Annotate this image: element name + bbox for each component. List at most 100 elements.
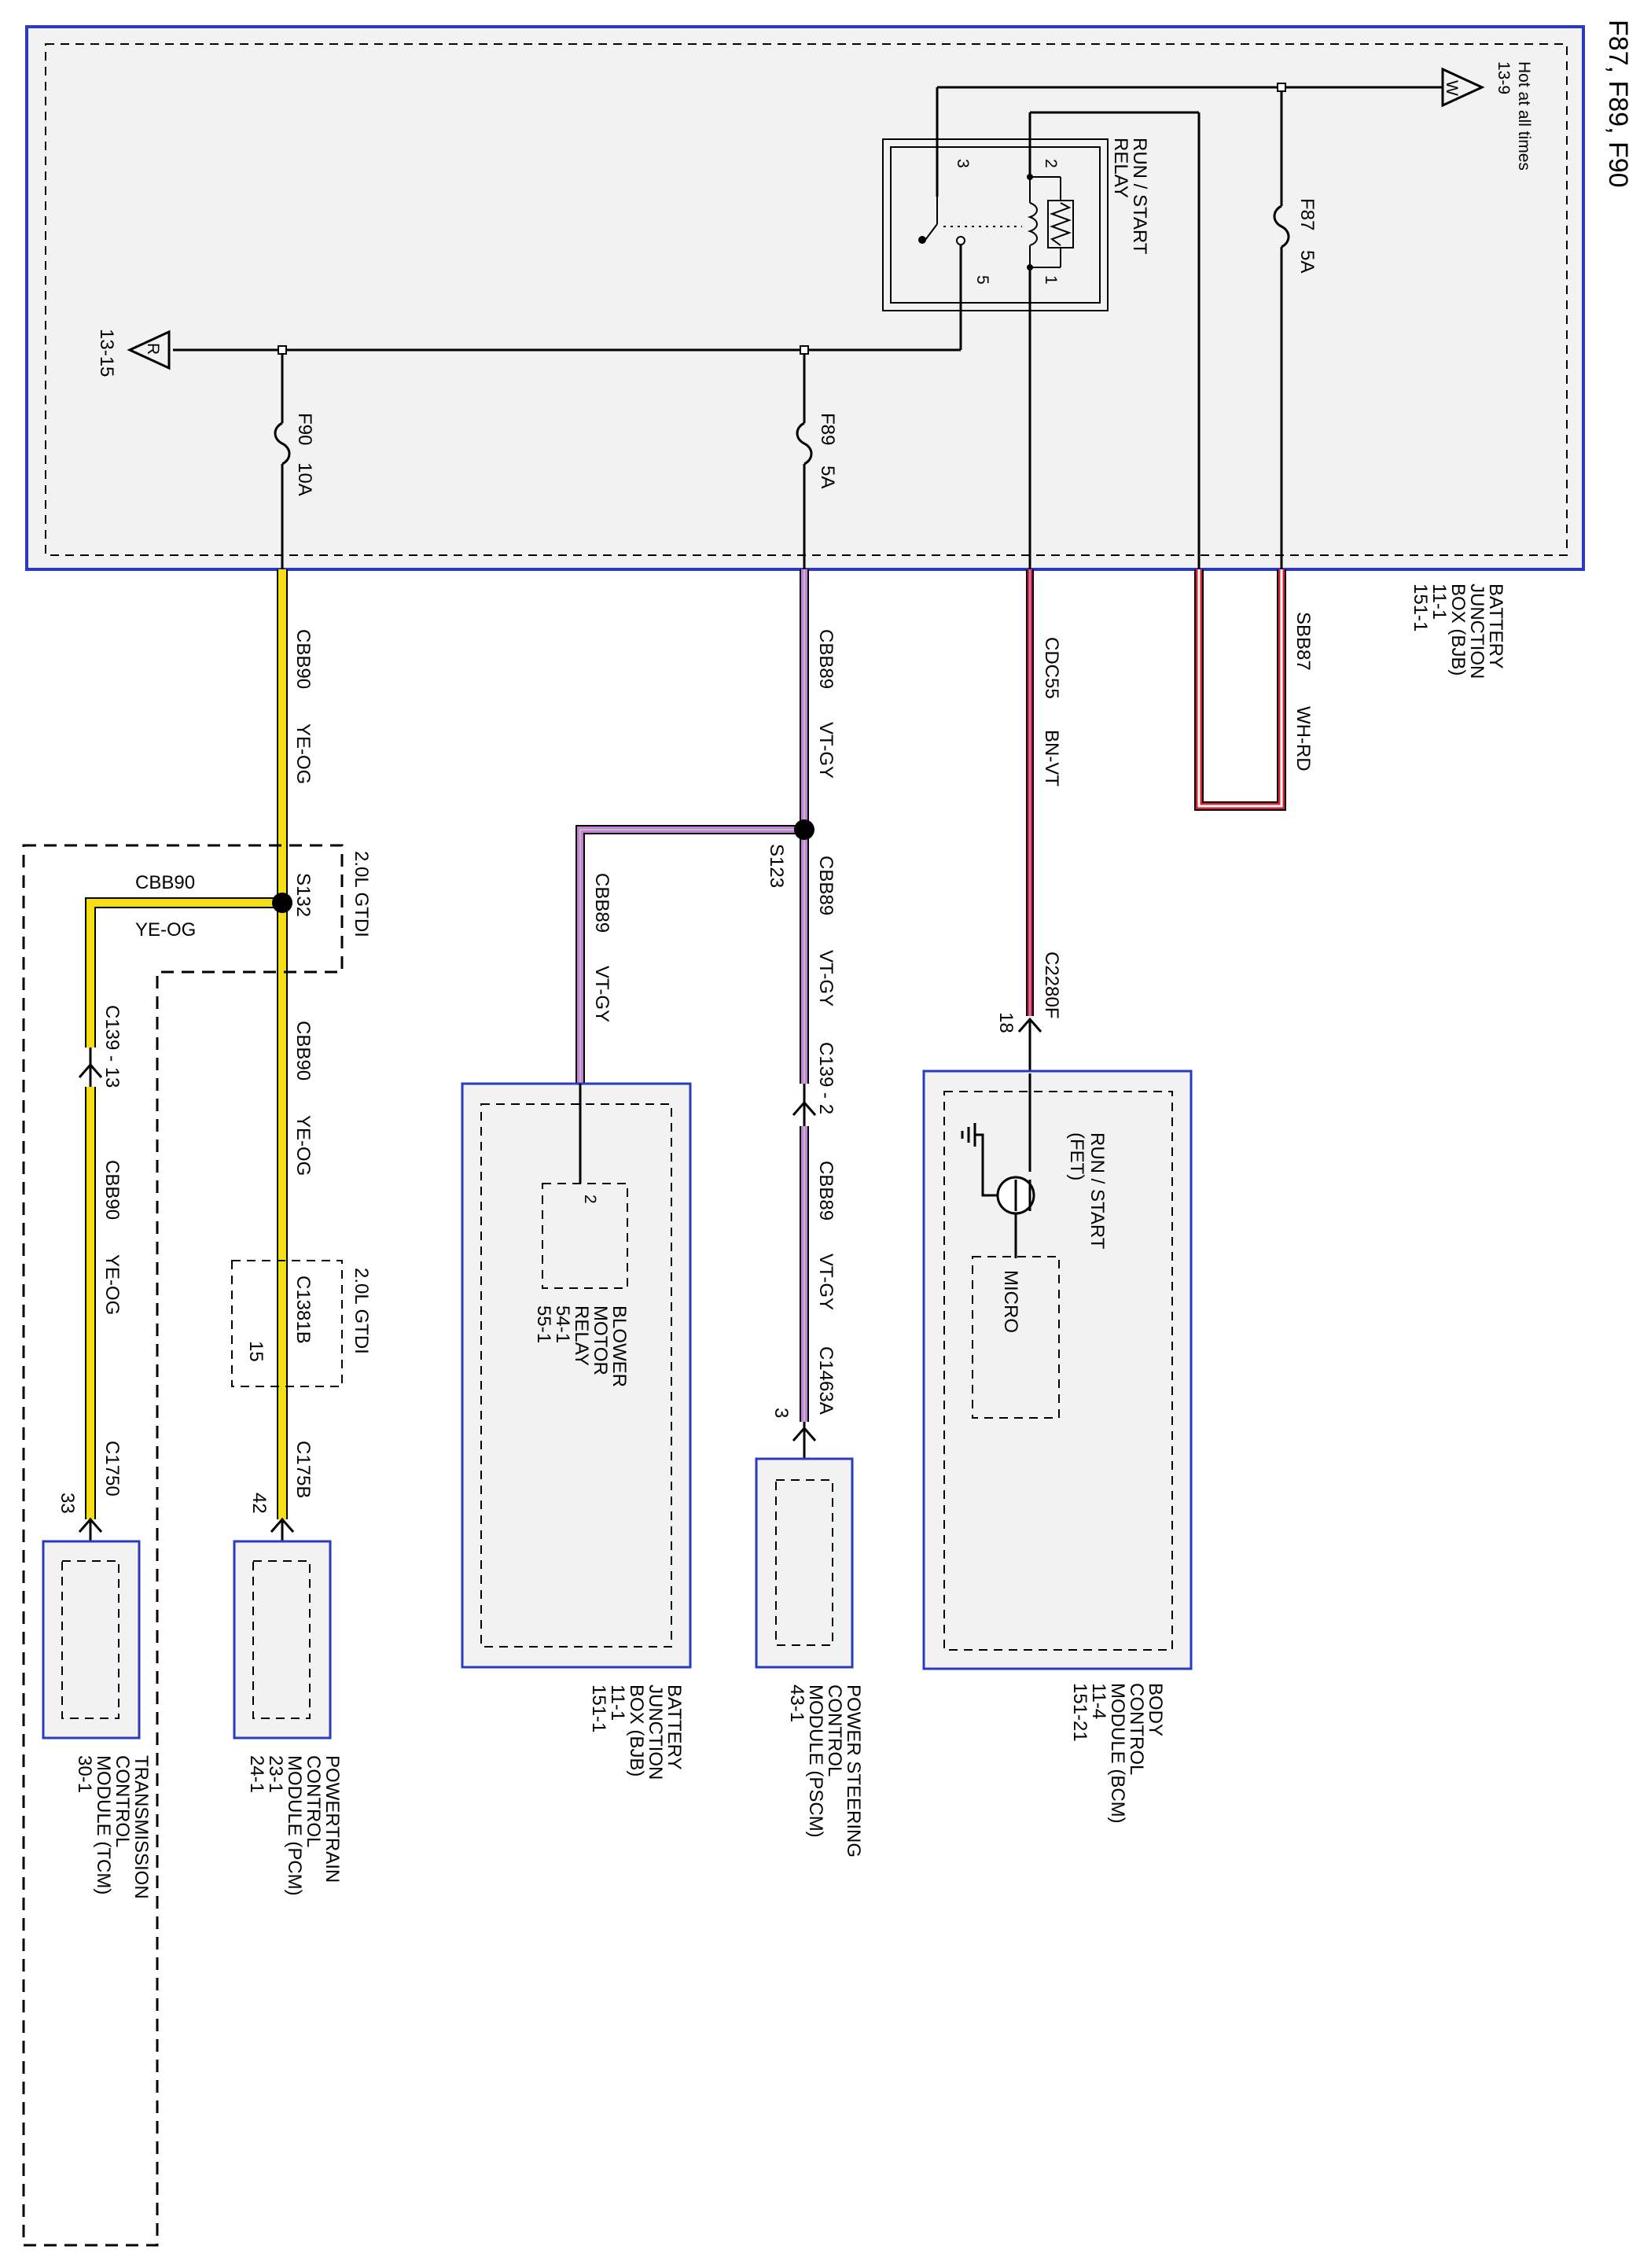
svg-text:MODULE (TCM): MODULE (TCM) (93, 1755, 114, 1894)
cbb89-label-top: CBB89 (815, 629, 837, 689)
sbb87-label: SBB87 (1292, 612, 1314, 671)
ground-icon (961, 1123, 976, 1147)
relay-switch-contact-5 (956, 236, 965, 245)
c2280f-pin: 18 (995, 1012, 1017, 1033)
svg-text:Hot at all times: Hot at all times (1515, 61, 1533, 171)
s123-label: S123 (766, 844, 787, 888)
svg-text:30-1: 30-1 (74, 1755, 95, 1793)
relay-pin-5: 5 (973, 275, 991, 285)
svg-text:POWERTRAIN: POWERTRAIN (322, 1755, 343, 1883)
sbb87-loop (1194, 569, 1286, 811)
svg-text:23-1: 23-1 (265, 1755, 286, 1793)
sbb87-loop-color (1196, 569, 1285, 809)
relay-switch-arm (925, 223, 938, 241)
c1750-label: C1750 (101, 1441, 123, 1497)
cbb90-label-mid: CBB90 (292, 1021, 314, 1081)
svg-text:BODY: BODY (1145, 1683, 1166, 1736)
cbb89-label-branch: CBB89 (591, 873, 612, 933)
svg-text:24-1: 24-1 (246, 1755, 267, 1793)
cbb89-color-low: VT-GY (815, 1254, 837, 1310)
relay-coil (1027, 202, 1038, 246)
svg-text:RELAY: RELAY (1110, 138, 1131, 198)
cbb90-label-top: CBB90 (292, 629, 314, 689)
svg-text:JUNCTION: JUNCTION (1466, 584, 1487, 679)
pscm-label: POWER STEERING CONTROL MODULE (PSCM) 43-… (786, 1684, 864, 1857)
c1381b-pin: 15 (245, 1341, 267, 1362)
relay-switch-contact (918, 236, 926, 244)
svg-text:55-1: 55-1 (533, 1305, 554, 1343)
sbb87-loop-stripe (1197, 569, 1283, 808)
gtdi-label: 2.0L GTDI (351, 851, 372, 937)
s132-splice (272, 893, 292, 913)
bus-node-f87 (1277, 83, 1286, 92)
relay-pin-3: 3 (954, 159, 972, 168)
svg-text:TRANSMISSION: TRANSMISSION (131, 1755, 152, 1899)
f90-fuse (274, 422, 291, 466)
bjb-inner-dashed (45, 43, 1568, 556)
tcm-box (42, 1540, 141, 1740)
svg-text:54-1: 54-1 (552, 1305, 573, 1343)
cbb89-color-branch: VT-GY (591, 966, 612, 1022)
f87-label: F87 (1296, 198, 1318, 230)
f89-label: F89 (817, 413, 838, 445)
pcm-label: POWERTRAIN CONTROL MODULE (PCM) 23-1 24-… (246, 1755, 343, 1896)
relay-resistor (1050, 202, 1072, 246)
cbb90-label-low: CBB90 (101, 1160, 123, 1220)
bus-node-f89 (800, 345, 809, 355)
svg-text:13-9: 13-9 (1495, 61, 1513, 94)
cdc55-color: BN-VT (1041, 730, 1062, 786)
c175b-pin: 42 (248, 1493, 270, 1514)
tcm-label: TRANSMISSION CONTROL MODULE (TCM) 30-1 (74, 1755, 152, 1899)
cbb89-color-mid: VT-GY (815, 950, 837, 1007)
svg-text:(FET): (FET) (1066, 1132, 1087, 1180)
bjb-lower-label: BATTERY JUNCTION BOX (BJB) 11-1 151-1 (588, 1684, 685, 1780)
bcm-inner-dashed (943, 1091, 1173, 1651)
f87-rating: 5A (1296, 250, 1318, 273)
gtdi2-label: 2.0L GTDI (351, 1268, 372, 1354)
bjb-label: BATTERY JUNCTION BOX (BJB) 11-1 151-1 (1410, 584, 1506, 679)
c1750-pin: 33 (57, 1493, 78, 1514)
gtdi-splice-region (22, 844, 344, 2247)
bjb-lower-box (461, 1082, 692, 1669)
f90-rating: 10A (294, 462, 315, 496)
diagram-title: F87, F89, F90 (1603, 20, 1633, 188)
svg-text:MODULE (PSCM): MODULE (PSCM) (805, 1684, 826, 1838)
c1463a-pin: 3 (770, 1408, 792, 1418)
s123-splice (794, 819, 814, 840)
c139-2-label: C139 - 2 (815, 1042, 837, 1114)
c1381b-label: C1381B (292, 1276, 314, 1344)
svg-text:BATTERY: BATTERY (1485, 584, 1506, 668)
bcm-micro-label: MICRO (1000, 1270, 1021, 1333)
w-letter: W (1443, 80, 1461, 96)
blower-relay-label: BLOWER MOTOR RELAY 54-1 55-1 (533, 1305, 630, 1387)
svg-text:11-1: 11-1 (607, 1684, 628, 1721)
svg-text:CONTROL: CONTROL (824, 1684, 845, 1776)
cbb89-color-top: VT-GY (815, 722, 837, 779)
pscm-inner-dashed (775, 1479, 833, 1646)
svg-text:BOX (BJB): BOX (BJB) (626, 1684, 647, 1776)
cbb90-wires (85, 569, 288, 1519)
cbb90-color-top: YE-OG (292, 723, 314, 784)
svg-text:RUN / START: RUN / START (1087, 1132, 1108, 1250)
cbb90-color-low: YE-OG (101, 1254, 123, 1315)
svg-text:RELAY: RELAY (571, 1305, 592, 1366)
c175b-label: C175B (292, 1441, 314, 1498)
svg-text:MODULE (BCM): MODULE (BCM) (1107, 1683, 1128, 1824)
svg-text:BOX (BJB): BOX (BJB) (1447, 584, 1469, 676)
cdc55-label: CDC55 (1041, 637, 1062, 699)
bcm-label: BODY CONTROL MODULE (BCM) 11-4 151-21 (1069, 1683, 1166, 1824)
tcm-inner-dashed (61, 1560, 120, 1719)
svg-text:JUNCTION: JUNCTION (645, 1684, 666, 1780)
c1381b-box (231, 1260, 343, 1387)
s132-label: S132 (292, 873, 314, 917)
blower-pin-2: 2 (581, 1195, 599, 1204)
blower-relay-box (542, 1183, 628, 1289)
svg-text:BLOWER: BLOWER (609, 1305, 630, 1387)
r-letter: R (144, 343, 162, 355)
f87-fuse (1273, 204, 1290, 249)
f90-label: F90 (294, 413, 315, 445)
c1463a-label: C1463A (815, 1346, 837, 1415)
bus-node-f90 (278, 345, 287, 355)
svg-text:BATTERY: BATTERY (664, 1684, 685, 1769)
